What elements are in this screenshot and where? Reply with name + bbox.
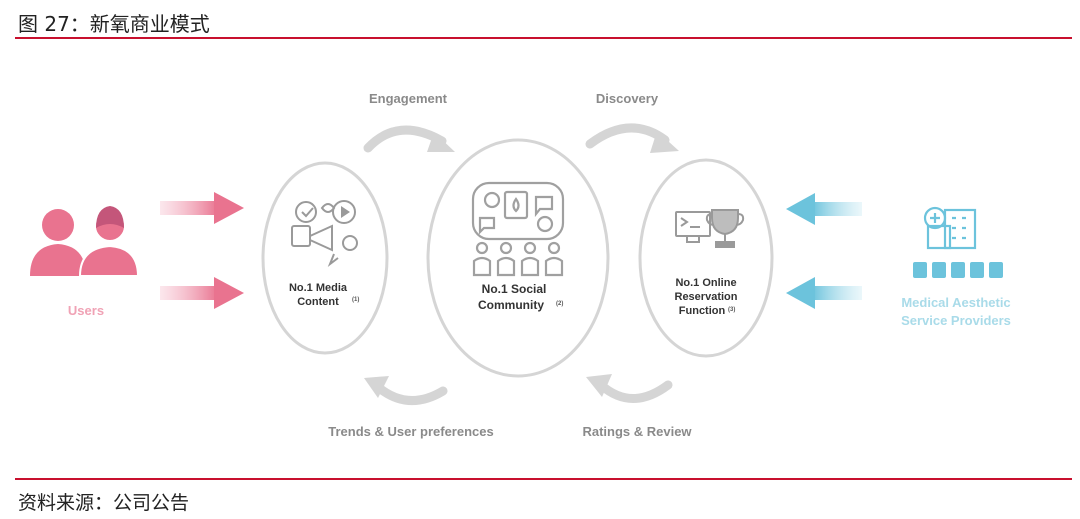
- reservation-circle: [638, 158, 774, 358]
- providers-line2: Service Providers: [901, 313, 1011, 328]
- figure-title: 图 27：新氧商业模式: [18, 12, 210, 36]
- providers-line1: Medical Aesthetic: [901, 295, 1010, 310]
- trends-arrow: [364, 376, 448, 406]
- reservation-trophy-icon: [675, 209, 745, 248]
- engagement-label: Engagement: [369, 91, 448, 106]
- media-circle: [261, 161, 389, 355]
- providers-arrow-bottom: [786, 277, 862, 309]
- users-label: Users: [68, 303, 104, 318]
- reservation-line1: No.1 Online: [675, 277, 736, 289]
- discovery-label: Discovery: [596, 91, 659, 106]
- media-icon: [291, 200, 358, 267]
- community-note: (2): [556, 301, 563, 307]
- ratings-label: Ratings & Review: [582, 424, 692, 439]
- media-line2: Content: [297, 296, 339, 308]
- hospital-icon: [913, 206, 1003, 278]
- bottom-rule: [15, 478, 1072, 480]
- discovery-arrow: [585, 123, 679, 153]
- community-line1: No.1 Social: [482, 282, 547, 296]
- users-arrow-bottom: [160, 277, 244, 309]
- reservation-note: (3): [728, 307, 735, 313]
- media-line1: No.1 Media: [289, 282, 348, 294]
- business-model-diagram: Engagement Discovery Trends & User prefe…: [30, 91, 1011, 439]
- top-rule: [15, 37, 1072, 39]
- trends-label: Trends & User preferences: [328, 424, 493, 439]
- providers-arrow-top: [786, 193, 862, 225]
- ratings-arrow: [586, 374, 673, 403]
- reservation-line3: Function: [679, 305, 726, 317]
- community-line2: Community: [478, 298, 544, 312]
- reservation-line2: Reservation: [675, 291, 738, 303]
- engagement-arrow: [363, 125, 455, 153]
- community-icon: [471, 181, 565, 277]
- media-note: (1): [352, 297, 359, 303]
- user-pair-icon: [30, 206, 140, 277]
- community-circle: [426, 138, 610, 378]
- source-note: 资料来源：公司公告: [18, 492, 190, 514]
- users-arrow-top: [160, 192, 244, 224]
